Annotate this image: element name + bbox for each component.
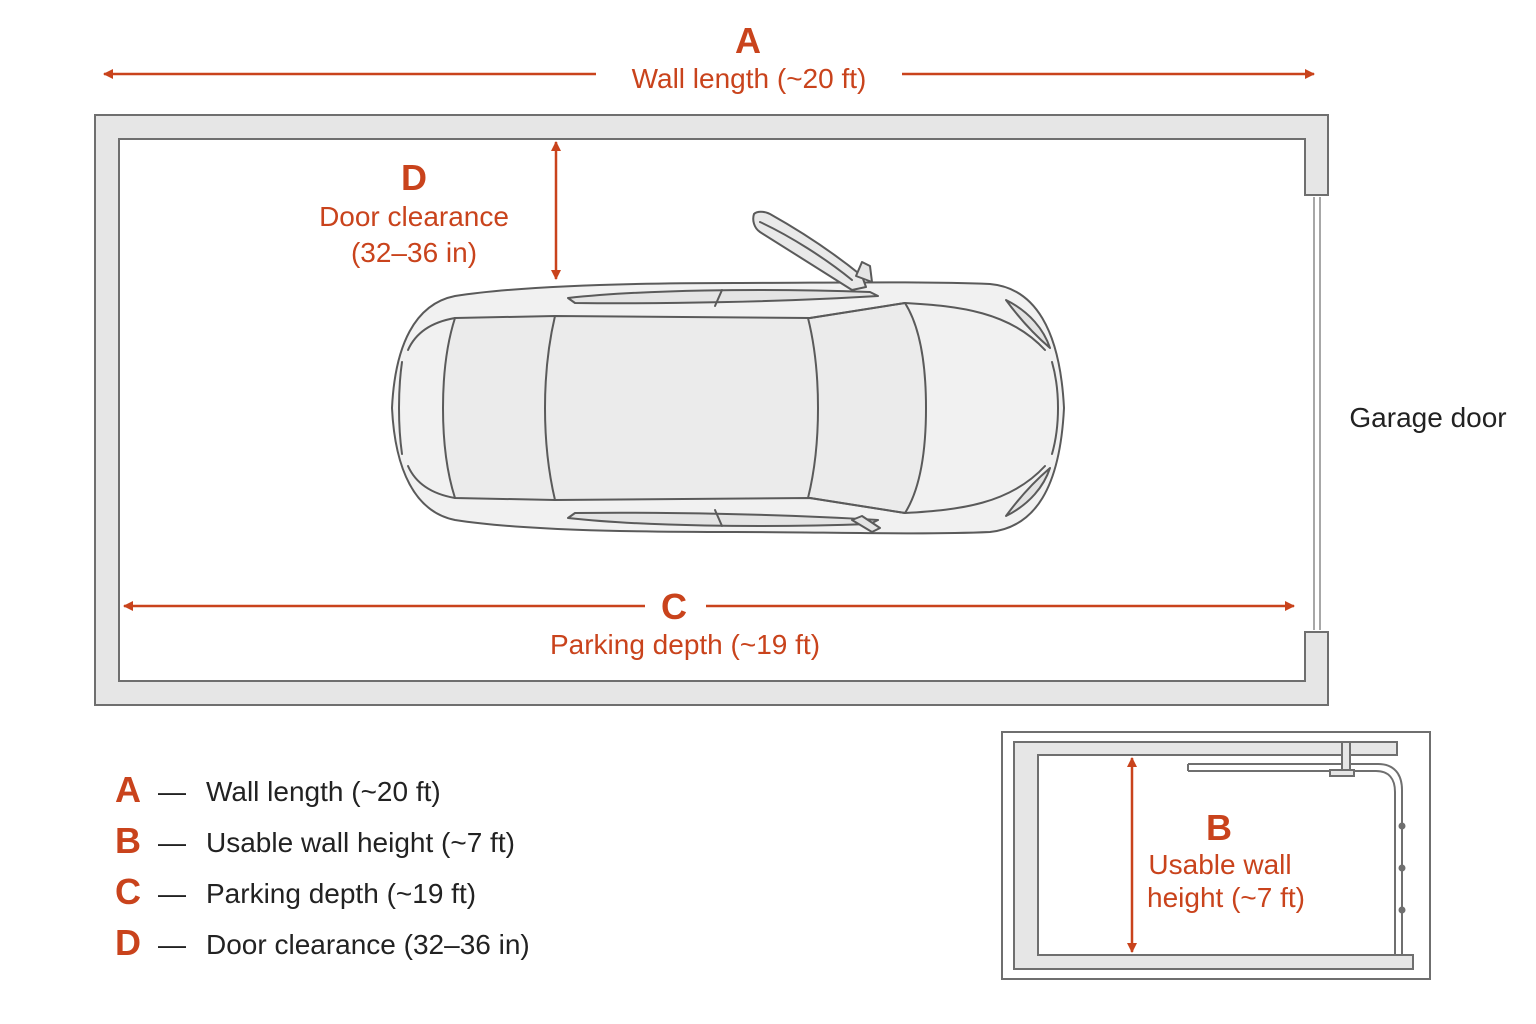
car-windshield-line <box>807 317 819 499</box>
dimension-a-letter: A <box>735 20 761 61</box>
legend-item-letter: A <box>115 769 141 810</box>
legend-item: A — Wall length (~20 ft) <box>115 769 441 810</box>
car-hood-line-bottom <box>904 465 1046 514</box>
dimension-d-label-line1: Door clearance <box>319 201 509 232</box>
dimension-b-label-line1: Usable wall <box>1148 849 1291 880</box>
car-front-grille <box>1051 361 1059 455</box>
garage-wall <box>94 114 1329 706</box>
dimension-c-letter: C <box>661 586 687 627</box>
car-headlight-bottom <box>1005 467 1051 517</box>
inset-door-track <box>1187 741 1406 955</box>
dimension-d-label-line2: (32–36 in) <box>351 237 477 268</box>
car-mirror-bottom <box>851 515 881 533</box>
car-top-view <box>391 210 1065 535</box>
car-open-door-window <box>759 221 853 281</box>
legend-item-dash: — <box>158 929 186 960</box>
dimension-d: D Door clearance (32–36 in) <box>319 141 561 280</box>
car-open-door-mirror <box>855 261 873 283</box>
legend-item-text: Usable wall height (~7 ft) <box>206 827 515 858</box>
legend-item: D — Door clearance (32–36 in) <box>115 922 530 963</box>
car-greenhouse <box>442 302 927 514</box>
side-elevation-inset: B Usable wall height (~7 ft) <box>1001 731 1431 980</box>
garage-plan: Garage door <box>94 114 1507 706</box>
garage-door-label: Garage door <box>1349 402 1506 433</box>
car-door-line-bottom <box>714 509 723 527</box>
car-a-pillar-top <box>809 302 906 319</box>
legend: A — Wall length (~20 ft) B — Usable wall… <box>115 769 530 963</box>
dimension-b-label-line2: height (~7 ft) <box>1147 882 1305 913</box>
car-trunk-line-top <box>407 317 456 351</box>
dimension-a: A Wall length (~20 ft) <box>103 20 1315 94</box>
legend-item-text: Parking depth (~19 ft) <box>206 878 476 909</box>
car-headlight-top <box>1005 299 1051 349</box>
legend-item: B — Usable wall height (~7 ft) <box>115 820 515 861</box>
car-hood-line-top <box>904 302 1046 351</box>
legend-item-letter: D <box>115 922 141 963</box>
dimension-c: C Parking depth (~19 ft) <box>123 586 1295 660</box>
legend-item-letter: C <box>115 871 141 912</box>
legend-item-letter: B <box>115 820 141 861</box>
car-a-pillar-bottom <box>809 497 906 514</box>
car-side-window-top <box>567 289 879 305</box>
car-side-window-bottom <box>567 511 879 527</box>
dimension-b-letter: B <box>1206 807 1232 848</box>
inset-frame <box>1001 731 1431 980</box>
garage-door-opening <box>1313 197 1321 630</box>
car-door-line-top <box>714 289 723 307</box>
legend-item: C — Parking depth (~19 ft) <box>115 871 476 912</box>
dimension-d-letter: D <box>401 157 427 198</box>
legend-item-dash: — <box>158 827 186 858</box>
car-rear-window-line <box>544 315 556 501</box>
legend-item-text: Door clearance (32–36 in) <box>206 929 530 960</box>
legend-item-dash: — <box>158 776 186 807</box>
car-open-door <box>752 210 867 291</box>
dimension-a-label: Wall length (~20 ft) <box>632 63 867 94</box>
legend-item-dash: — <box>158 878 186 909</box>
legend-item-text: Wall length (~20 ft) <box>206 776 441 807</box>
car-trunk-line-bottom <box>407 465 456 499</box>
dimension-c-label: Parking depth (~19 ft) <box>550 629 820 660</box>
inset-wall <box>1013 741 1414 970</box>
car-rear-bumper <box>398 361 403 455</box>
